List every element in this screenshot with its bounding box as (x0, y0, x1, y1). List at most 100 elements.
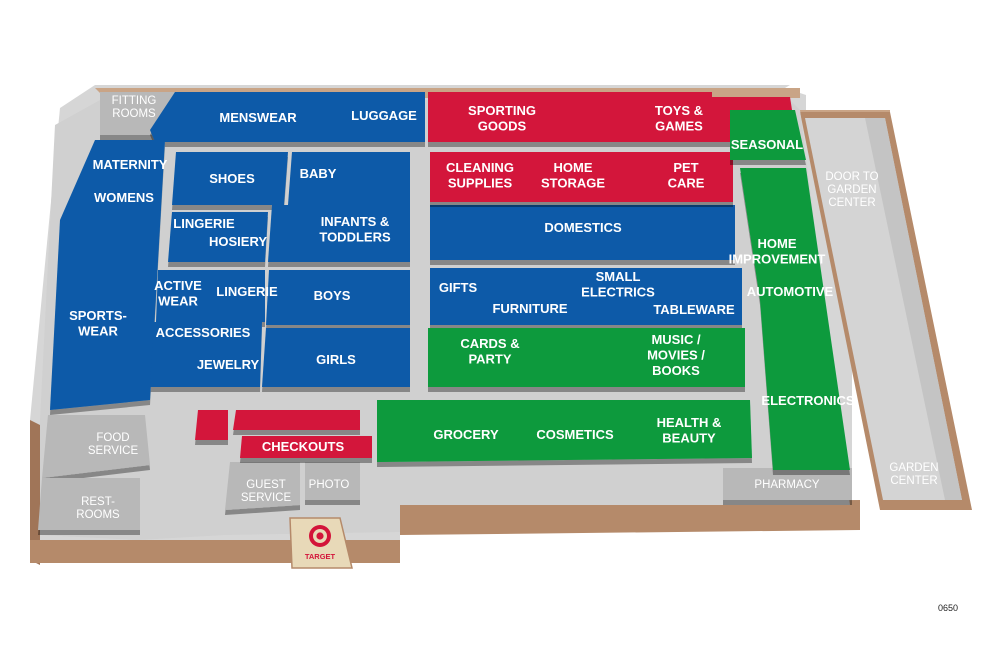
label-line: SHOES (209, 171, 255, 186)
label-line: WEAR (158, 294, 198, 309)
label-line: ACTIVE (154, 278, 202, 293)
label-checkouts: CHECKOUTS (262, 439, 345, 454)
womens-area[interactable] (50, 140, 165, 410)
label-electronics: ELECTRONICS (761, 393, 855, 408)
label-line: WOMENS (94, 190, 154, 205)
girls-area[interactable] (262, 328, 410, 387)
label-line: SPORTS- (69, 308, 127, 323)
label-line: ROOMS (112, 108, 156, 120)
label-tableware: TABLEWARE (653, 302, 735, 317)
label-shoes: SHOES (209, 171, 255, 186)
label-photo: PHOTO (309, 479, 350, 491)
label-line: IMPROVEMENT (729, 252, 826, 267)
lingerie-hosiery-area[interactable] (168, 212, 268, 262)
label-cards-party: CARDS &PARTY (460, 336, 519, 367)
label-line: CARDS & (460, 336, 519, 351)
label-baby: BABY (300, 166, 337, 181)
label-line: JEWELRY (197, 357, 260, 372)
label-line: HEALTH & (657, 415, 722, 430)
label-lingerie-mid: LINGERIE (216, 284, 278, 299)
pharmacy-area[interactable] (723, 468, 852, 500)
shoes-area[interactable] (172, 152, 288, 205)
label-line: HOME (554, 160, 593, 175)
label-line: TABLEWARE (653, 302, 735, 317)
rest-rooms-area[interactable] (38, 478, 140, 530)
label-luggage: LUGGAGE (351, 108, 417, 123)
seasonal-area[interactable] (730, 110, 806, 160)
active-wear-area[interactable] (156, 270, 265, 322)
label-line: LINGERIE (216, 284, 278, 299)
label-infants-toddlers: INFANTS &TODDLERS (319, 214, 391, 245)
label-line: FITTING (112, 95, 157, 107)
label-line: CENTER (828, 197, 875, 209)
label-furniture: FURNITURE (492, 301, 567, 316)
infants-toddlers-area[interactable] (268, 205, 410, 262)
accessories-jewelry-area[interactable] (150, 322, 262, 387)
cards-music-area[interactable] (428, 328, 745, 387)
label-menswear: MENSWEAR (219, 110, 297, 125)
photo-area[interactable] (305, 462, 360, 500)
label-automotive: AUTOMOTIVE (747, 284, 834, 299)
label-line: PARTY (468, 352, 511, 367)
label-line: MOVIES / (647, 348, 705, 363)
label-line: DOOR TO (825, 171, 878, 183)
target-entrance[interactable]: TARGET (289, 517, 353, 569)
label-line: GIFTS (439, 280, 478, 295)
label-line: SMALL (596, 269, 641, 284)
boys-area[interactable] (266, 270, 410, 325)
label-jewelry: JEWELRY (197, 357, 260, 372)
label-line: BEAUTY (662, 431, 716, 446)
label-line: PHARMACY (754, 479, 820, 491)
label-line: HOSIERY (209, 234, 267, 249)
label-line: ACCESSORIES (156, 325, 251, 340)
checkout-lanes-upper[interactable] (233, 410, 360, 430)
sporting-goods-area[interactable] (428, 92, 712, 142)
label-line: ROOMS (76, 509, 120, 521)
label-line: SUPPLIES (448, 176, 513, 191)
label-line: CENTER (890, 475, 937, 487)
label-line: BOYS (314, 288, 351, 303)
checkout-lane-small[interactable] (195, 410, 228, 440)
label-line: ELECTRICS (581, 285, 655, 300)
menswear-area[interactable] (150, 92, 425, 142)
target-logo-text: TARGET (305, 552, 336, 561)
toys-games-area[interactable] (712, 97, 792, 142)
label-health-beauty: HEALTH &BEAUTY (657, 415, 722, 446)
label-line: GROCERY (433, 427, 499, 442)
domestics-area[interactable] (430, 205, 735, 260)
home-improvement-area[interactable] (740, 168, 850, 470)
label-line: MUSIC / (651, 332, 701, 347)
label-seasonal: SEASONAL (731, 137, 803, 152)
guest-service-area[interactable] (225, 462, 300, 510)
label-line: FURNITURE (492, 301, 567, 316)
map-code: 0650 (938, 603, 959, 613)
home-decor-area[interactable] (430, 268, 742, 325)
label-line: SERVICE (241, 492, 292, 504)
grocery-area[interactable] (377, 400, 752, 462)
label-line: AUTOMOTIVE (747, 284, 834, 299)
label-line: MATERNITY (93, 157, 168, 172)
label-music-movies-books: MUSIC /MOVIES /BOOKS (647, 332, 705, 378)
label-line: FOOD (96, 432, 129, 444)
label-line: GAMES (655, 119, 703, 134)
label-line: STORAGE (541, 176, 605, 191)
food-service-area[interactable] (42, 415, 150, 478)
label-domestics: DOMESTICS (544, 220, 622, 235)
label-line: SPORTING (468, 103, 536, 118)
checkout-lanes-lower[interactable] (240, 436, 372, 458)
label-toys-games: TOYS &GAMES (655, 103, 703, 134)
label-line: GARDEN (889, 462, 938, 474)
label-girls: GIRLS (316, 352, 356, 367)
label-line: PET (673, 160, 698, 175)
cleaning-home-storage-area[interactable] (430, 152, 733, 202)
baby-area[interactable] (288, 152, 410, 205)
